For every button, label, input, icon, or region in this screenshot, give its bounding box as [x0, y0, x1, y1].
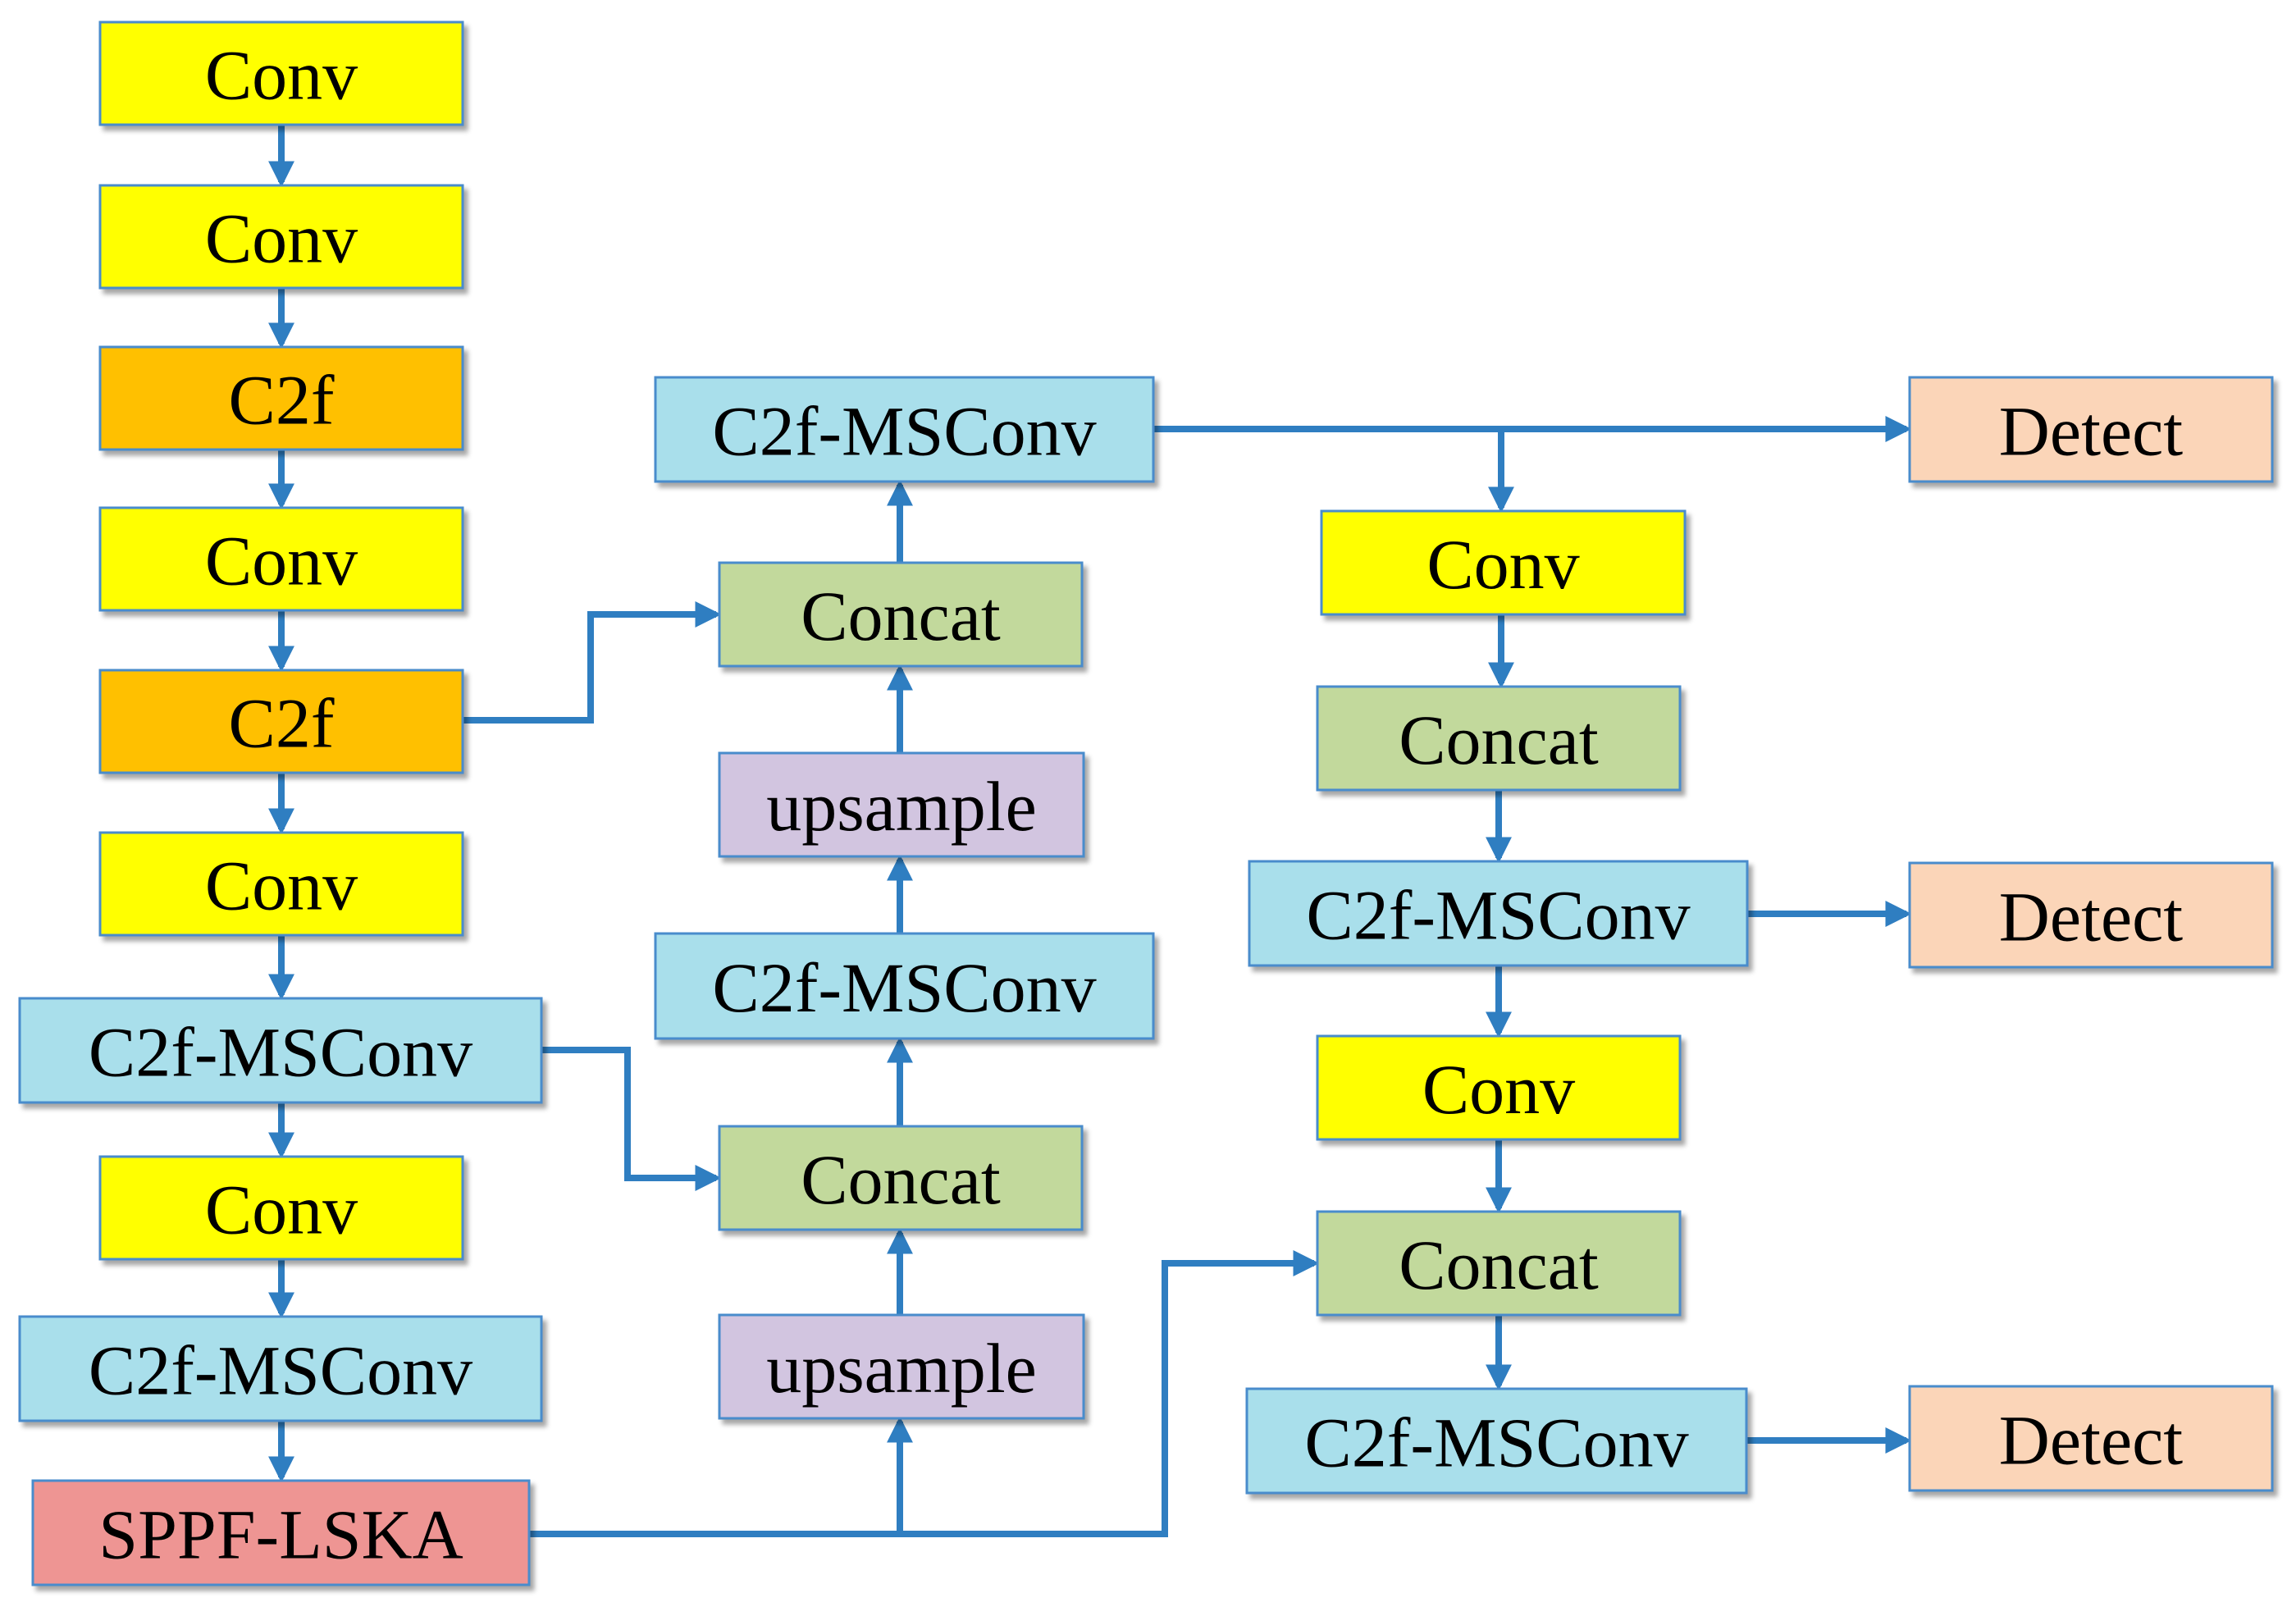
- block-label: C2f-MSConv: [712, 392, 1096, 471]
- block-label: upsample: [766, 1329, 1037, 1408]
- block-b10-sppf-lska: SPPF-LSKA: [31, 1479, 531, 1586]
- block-label: C2f-MSConv: [712, 948, 1096, 1027]
- block-label: C2f-MSConv: [89, 1331, 472, 1410]
- block-box: [1245, 1387, 1748, 1495]
- block-label: C2f-MSConv: [89, 1013, 472, 1092]
- block-d1-detect: Detect: [1908, 376, 2274, 483]
- block-label: Conv: [205, 36, 358, 115]
- arrow-b10-to-r5: [900, 1250, 1320, 1537]
- block-r2-concat: Concat: [1316, 685, 1682, 792]
- block-box: [98, 345, 464, 451]
- block-m6-upsample: upsample: [718, 1313, 1085, 1420]
- block-label: Concat: [1399, 701, 1599, 779]
- block-box: [98, 21, 464, 126]
- block-b3-c2f: C2f: [98, 345, 464, 451]
- block-box: [1248, 860, 1749, 967]
- block-box: [18, 997, 543, 1104]
- arrow-b7-to-m5: [541, 1047, 722, 1191]
- block-m1-c2f-msconv: C2f-MSConv: [654, 376, 1155, 483]
- block-box: [1908, 376, 2274, 483]
- block-m3-upsample: upsample: [718, 751, 1085, 858]
- block-label: Concat: [1399, 1226, 1599, 1304]
- block-b4-conv: Conv: [98, 506, 464, 612]
- block-label: Conv: [205, 1171, 358, 1249]
- block-box: [98, 184, 464, 290]
- block-label: C2f-MSConv: [1304, 1404, 1688, 1482]
- block-b1-conv: Conv: [98, 21, 464, 126]
- block-label: upsample: [766, 767, 1037, 846]
- block-box: [1908, 1385, 2274, 1492]
- block-box: [18, 1315, 543, 1422]
- block-label: C2f: [229, 684, 335, 763]
- block-b6-conv: Conv: [98, 831, 464, 937]
- block-b5-c2f: C2f: [98, 669, 464, 774]
- block-label: C2f-MSConv: [1306, 876, 1690, 955]
- block-box: [98, 506, 464, 612]
- block-label: C2f: [229, 361, 335, 440]
- block-box: [98, 669, 464, 774]
- block-box: [98, 1155, 464, 1261]
- block-b2-conv: Conv: [98, 184, 464, 290]
- block-label: Detect: [1999, 392, 2184, 471]
- arrow-b5-to-m2: [463, 601, 722, 724]
- block-box: [718, 561, 1084, 668]
- block-r3-c2f-msconv: C2f-MSConv: [1248, 860, 1749, 967]
- block-label: Conv: [205, 522, 358, 600]
- connections: [268, 125, 1912, 1537]
- block-b9-c2f-msconv: C2f-MSConv: [18, 1315, 543, 1422]
- block-r5-concat: Concat: [1316, 1210, 1682, 1317]
- block-b7-c2f-msconv: C2f-MSConv: [18, 997, 543, 1104]
- block-box: [718, 1125, 1084, 1231]
- block-label: Concat: [801, 1140, 1001, 1219]
- block-r6-c2f-msconv: C2f-MSConv: [1245, 1387, 1748, 1495]
- block-label: Conv: [1422, 1050, 1575, 1129]
- block-box: [31, 1479, 531, 1586]
- block-label: Conv: [1426, 525, 1579, 604]
- block-m4-c2f-msconv: C2f-MSConv: [654, 932, 1155, 1040]
- block-b8-conv: Conv: [98, 1155, 464, 1261]
- block-box: [1908, 861, 2274, 969]
- block-d2-detect: Detect: [1908, 861, 2274, 969]
- block-box: [98, 831, 464, 937]
- block-box: [654, 376, 1155, 483]
- block-m5-concat: Concat: [718, 1125, 1084, 1231]
- block-label: Concat: [801, 577, 1001, 655]
- block-box: [1316, 1034, 1682, 1141]
- block-label: Conv: [205, 847, 358, 925]
- block-box: [718, 751, 1085, 858]
- block-label: SPPF-LSKA: [98, 1495, 463, 1574]
- block-box: [718, 1313, 1085, 1420]
- block-box: [1316, 685, 1682, 792]
- block-r4-conv: Conv: [1316, 1034, 1682, 1141]
- block-label: Detect: [1999, 878, 2184, 956]
- block-label: Detect: [1999, 1401, 2184, 1480]
- block-box: [654, 932, 1155, 1040]
- blocks: ConvConvC2fConvC2fConvC2f-MSConvConvC2f-…: [18, 21, 2274, 1586]
- block-label: Conv: [205, 199, 358, 278]
- block-box: [1320, 509, 1687, 616]
- block-box: [1316, 1210, 1682, 1317]
- block-r1-conv: Conv: [1320, 509, 1687, 616]
- block-d3-detect: Detect: [1908, 1385, 2274, 1492]
- block-m2-concat: Concat: [718, 561, 1084, 668]
- arrow-b10-to-m6: [529, 1416, 913, 1537]
